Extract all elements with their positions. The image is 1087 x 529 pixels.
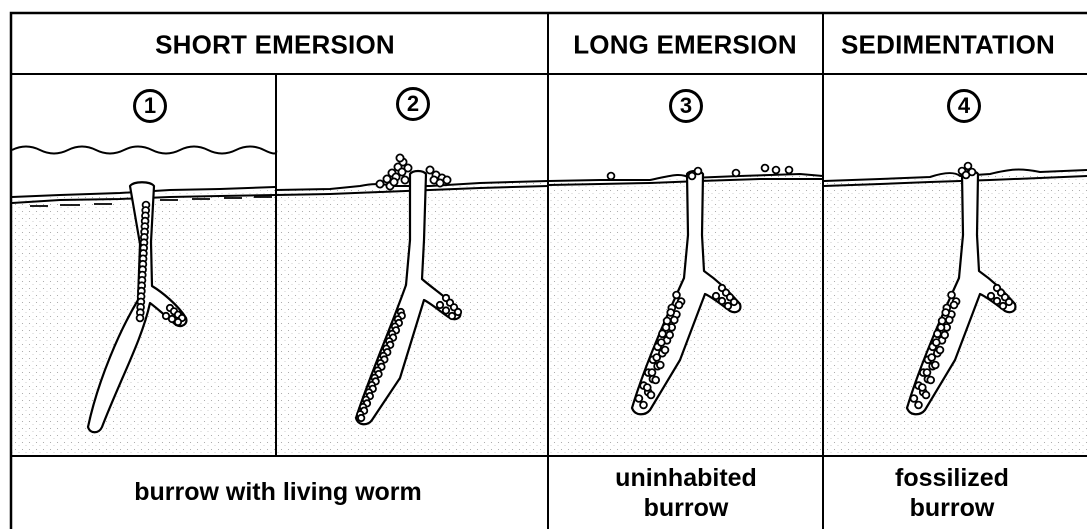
- stage-number-2: 2: [396, 87, 430, 121]
- pellet: [443, 307, 449, 313]
- pellet: [939, 318, 946, 325]
- pellet: [933, 339, 940, 346]
- pellet: [919, 384, 926, 391]
- pellet: [673, 292, 680, 299]
- pellet: [733, 170, 740, 177]
- pellet: [657, 362, 664, 369]
- pellet: [640, 402, 647, 409]
- header-sedimentation: SEDIMENTATION: [841, 30, 1055, 61]
- pellet: [449, 313, 455, 319]
- pellet: [923, 392, 930, 399]
- pellet: [773, 167, 780, 174]
- pellet: [719, 298, 725, 304]
- water-surface-line: [12, 147, 276, 154]
- pellet: [443, 176, 450, 183]
- pellet: [928, 354, 935, 361]
- pellet: [455, 309, 461, 315]
- pellet: [946, 317, 953, 324]
- pellet: [667, 309, 674, 316]
- stage-number-1: 1: [133, 89, 167, 123]
- caption-fossilized-burrow: fossilized burrow: [895, 463, 1009, 523]
- pellet: [713, 293, 719, 299]
- stage-number-3: 3: [669, 89, 703, 123]
- stage-number-4: 4: [947, 89, 981, 123]
- caption-uninhabited-burrow: uninhabited burrow: [615, 463, 757, 523]
- pellet: [653, 354, 660, 361]
- pellet: [649, 369, 656, 376]
- pellet: [644, 384, 651, 391]
- pellet: [658, 339, 665, 346]
- caption-burrow-with-living-worm: burrow with living worm: [134, 477, 422, 507]
- pellet: [666, 332, 673, 339]
- pellet: [358, 415, 364, 421]
- pellet: [994, 298, 1000, 304]
- pellet: [436, 179, 443, 186]
- pellet: [951, 302, 958, 309]
- pellet: [396, 154, 403, 161]
- pellet: [437, 302, 443, 308]
- pellet: [942, 309, 949, 316]
- pellet: [671, 317, 678, 324]
- pellet: [662, 347, 669, 354]
- pellet: [932, 362, 939, 369]
- pellet: [963, 172, 970, 179]
- pellet: [636, 395, 643, 402]
- header-long-emersion: LONG EMERSION: [573, 30, 797, 61]
- pellet: [1006, 299, 1012, 305]
- pellet: [941, 332, 948, 339]
- pellet: [376, 180, 383, 187]
- pellet: [608, 173, 615, 180]
- caption-uninhabited-line2: burrow: [615, 493, 757, 523]
- pellet: [652, 377, 659, 384]
- pellet: [924, 369, 931, 376]
- caption-fossilized-line1: fossilized: [895, 463, 1009, 493]
- pellet: [401, 176, 408, 183]
- pellet: [175, 319, 181, 325]
- pellet: [663, 324, 670, 331]
- pellet: [911, 395, 918, 402]
- pellet: [1000, 303, 1006, 309]
- pellet: [689, 173, 696, 180]
- pellet: [927, 377, 934, 384]
- pellet: [137, 315, 144, 322]
- pellet: [664, 318, 671, 325]
- pellet: [676, 302, 683, 309]
- header-short-emersion: SHORT EMERSION: [155, 30, 395, 61]
- caption-living-text: burrow with living worm: [134, 478, 422, 506]
- pellet: [988, 293, 994, 299]
- pellet: [786, 167, 793, 174]
- pellet: [390, 178, 397, 185]
- pellet: [725, 303, 731, 309]
- pellet: [404, 164, 411, 171]
- pellet: [731, 299, 737, 305]
- pellet: [948, 292, 955, 299]
- pellet: [915, 402, 922, 409]
- caption-uninhabited-line1: uninhabited: [615, 463, 757, 493]
- pellet: [695, 168, 702, 175]
- pellet: [762, 165, 769, 172]
- caption-fossilized-line2: burrow: [895, 493, 1009, 523]
- pellet: [937, 347, 944, 354]
- pellet: [648, 392, 655, 399]
- pellet: [938, 324, 945, 331]
